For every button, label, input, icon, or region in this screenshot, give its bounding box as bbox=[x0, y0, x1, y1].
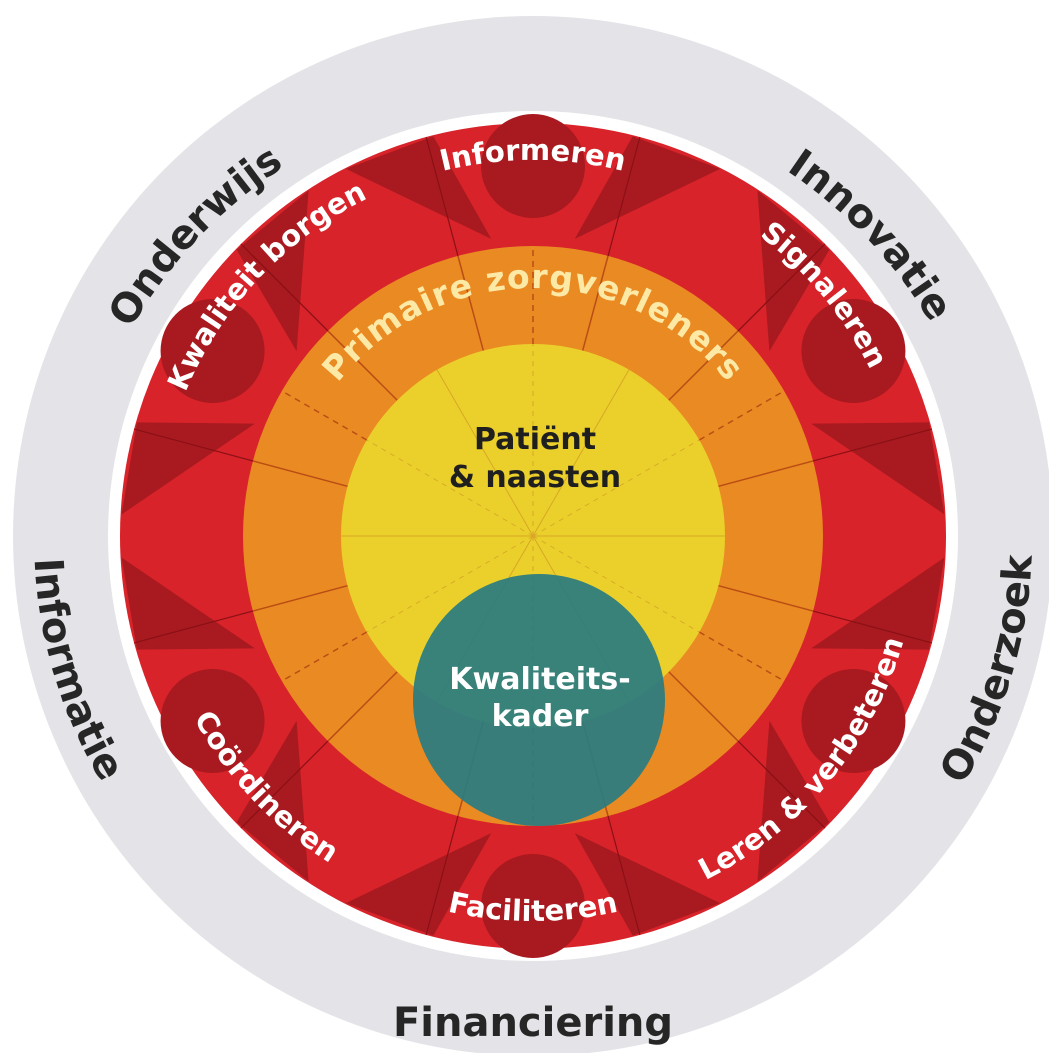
red-divider bbox=[812, 428, 933, 462]
red-divider bbox=[240, 243, 329, 332]
red-divider bbox=[737, 243, 826, 332]
red-divider bbox=[240, 740, 329, 829]
figure-body bbox=[236, 720, 309, 882]
center-ray bbox=[366, 535, 534, 633]
center-ray bbox=[532, 439, 700, 537]
label-naasten: & naasten bbox=[449, 460, 621, 495]
orange-divider bbox=[252, 584, 348, 612]
figure-head bbox=[160, 669, 265, 773]
figure-body bbox=[574, 136, 721, 239]
figure-head bbox=[801, 299, 906, 403]
orange-divider bbox=[327, 330, 398, 401]
red-divider bbox=[425, 136, 459, 257]
label-financiering: Financiering bbox=[393, 1000, 673, 1046]
red-divider bbox=[607, 136, 641, 257]
orange-divider bbox=[718, 584, 814, 612]
center-ray bbox=[532, 369, 630, 537]
figure-head bbox=[481, 114, 585, 218]
orange-dashed-divider bbox=[698, 390, 785, 441]
figure-body bbox=[121, 422, 255, 515]
orange-divider bbox=[668, 330, 739, 401]
center-ray bbox=[436, 369, 534, 537]
orange-divider bbox=[581, 255, 609, 351]
red-divider bbox=[812, 610, 933, 644]
figure-body bbox=[345, 136, 492, 239]
label-kwaliteits: Kwaliteits- bbox=[449, 662, 630, 697]
figure-body bbox=[757, 190, 830, 352]
figure-body bbox=[574, 833, 721, 936]
figure-body bbox=[236, 190, 309, 352]
figure-body bbox=[121, 557, 255, 650]
red-divider bbox=[607, 815, 641, 936]
orange-divider bbox=[718, 460, 814, 488]
label-patient: Patiënt bbox=[474, 422, 596, 457]
center-ray bbox=[366, 439, 534, 537]
orange-dashed-divider bbox=[281, 390, 368, 441]
orange-divider bbox=[668, 671, 739, 742]
orange-divider bbox=[457, 255, 485, 351]
figure-body bbox=[345, 833, 492, 936]
figure-body bbox=[811, 422, 945, 515]
red-ring-decoration bbox=[121, 114, 945, 958]
orange-divider bbox=[327, 671, 398, 742]
red-divider bbox=[737, 740, 826, 829]
orange-dashed-divider bbox=[698, 631, 785, 682]
red-divider bbox=[133, 428, 254, 462]
figure-head bbox=[801, 669, 906, 773]
center-ray bbox=[532, 535, 700, 633]
orange-divider bbox=[252, 460, 348, 488]
label-kader: kader bbox=[492, 699, 589, 734]
figure-head bbox=[160, 299, 265, 403]
orange-dashed-divider bbox=[281, 631, 368, 682]
kwaliteitskader-circle bbox=[413, 574, 665, 826]
red-divider bbox=[425, 815, 459, 936]
figure-body bbox=[811, 557, 945, 650]
red-divider bbox=[133, 610, 254, 644]
figure-head bbox=[481, 854, 585, 958]
figure-body bbox=[757, 720, 830, 882]
